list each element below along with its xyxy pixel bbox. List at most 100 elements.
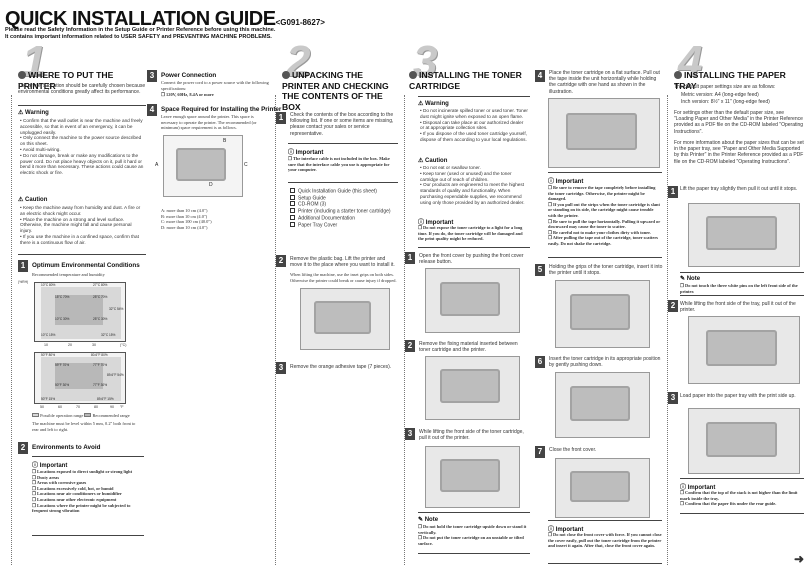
paragraph: For more information about the paper siz… [674,140,804,165]
important-list: ❐ The interface cable is not included in… [288,156,398,173]
checklist-item[interactable]: Setup Guide [290,194,398,202]
close-cover-illustration [555,458,650,518]
step-text: Insert the toner cartridge in its approp… [549,356,661,369]
list-item: ❐ Do not hold the toner cartridge upside… [418,524,527,535]
bullet-icon [282,71,290,79]
checklist-item[interactable]: Paper Tray Cover [290,221,398,229]
step-number: 3 [147,70,157,82]
column-divider [404,95,405,565]
intro-text: The printer's location should be careful… [18,83,146,96]
note-list: ❐ Do not touch the three white pins on t… [680,283,804,294]
list-item: • Only connect the machine to the power … [20,135,142,147]
list-item: ❐ Locations excessively cold, hot, or hu… [32,485,114,491]
caution-title: ⚠ Caution [418,158,448,164]
step-text: Remove the orange adhesive tape (7 piece… [290,364,392,370]
step-text: While lifting the front side of the tray… [680,301,796,314]
column-divider [275,95,276,565]
important-title: ⓘ Important [680,485,716,491]
list-item: • Keep toner (used or unused) and the to… [420,170,512,182]
section-heading: UNPACKING THE PRINTER AND CHECKING THE C… [282,70,389,112]
list-item: • Keep the machine away from humidity an… [20,205,141,216]
space-list: A: more than 10 cm (4.0") B: more than 1… [161,208,212,230]
step-number: 4 [535,70,545,82]
section-number: 3 [413,37,438,86]
cartridge-position-illustration [555,372,650,438]
step-title: Optimum Environmental Conditions [32,262,140,269]
step-subtitle: Recommended temperature and humidity [32,272,105,277]
section-number: 1 [22,37,47,86]
list-item: ❐ Be careful not to make your clothes di… [548,229,651,235]
list-item: • If you dispose of the used toner cartr… [420,131,527,142]
step-title: Power Connection [161,72,217,79]
list-item: ❐ Confirm that the top of the stack is n… [680,490,798,501]
list-item: ❐ Areas with corrosive gases [32,480,87,486]
chart-legend: Possible operation range Recommended ran… [32,413,142,419]
list-item: • Avoid multi-wiring. [20,146,61,152]
warning-list: • Confirm that the wall outlet is near t… [20,118,144,176]
section-number: 2 [286,37,311,86]
column-divider [667,95,668,565]
step-text: Remove the plastic bag. Lift the printer… [290,256,395,269]
page-title: QUICK INSTALLATION GUIDE<G091-8627> [5,8,325,30]
checklist-item[interactable]: Printer (including a starter toner cartr… [290,208,398,215]
step-number: 4 [147,104,157,116]
list-item: ❐ The interface cable is not included in… [288,156,390,173]
step-text: Load paper into the paper tray with the … [680,393,796,399]
section-heading: INSTALLING THE PAPER TRAY [674,70,786,91]
step-text: While lifting the front side of the tone… [419,429,524,442]
avoid-list: ❐ Locations exposed to direct sunlight o… [32,469,144,514]
header-subtitle-1: Please read the Safety Information in th… [5,27,276,33]
important-title: ⓘ Important [418,220,454,226]
step-text: Check the contents of the box according … [290,112,394,137]
list-item: • Our products are engineered to meet th… [420,182,525,205]
step-number: 1 [276,112,286,124]
list-item: ❐ If you pull out the strips when the to… [548,201,660,218]
note-title: ✎ Note [418,517,439,523]
warning-list: • Do not incinerate spilled toner or use… [420,108,528,143]
header-subtitle-2: It contains important information relate… [5,34,272,40]
warning-title: ⚠ Warning [418,101,449,107]
list-item: ❐ Locations near other electronic equipm… [32,496,117,502]
step-text: Close the front cover. [549,447,597,453]
list-item: ❐ Locations exposed to direct sunlight o… [32,469,133,474]
next-page-arrow-icon[interactable]: ➜ [793,552,804,566]
tray-pull-illustration [688,203,800,267]
list-item: ❐ Locations near air conditioners or hum… [32,491,122,497]
checklist-item[interactable]: Additional Documentation [290,214,398,222]
cartridge-insert-illustration [555,280,650,348]
step-number: 3 [668,392,678,404]
paragraph: For settings other than the default pape… [674,110,804,135]
bullet-icon [409,71,417,79]
list-item: ❐ Be sure to remove the tape completely … [548,185,656,202]
important-title: ⓘ Important [548,179,584,185]
checklist-item[interactable]: Quick Installation Guide (this sheet) [290,188,398,195]
important-list: ❐ Do not expose the toner cartridge to a… [418,225,528,242]
step-text: Holding the grips of the toner cartridge… [549,264,663,277]
list-item: ❐ Do not expose the toner cartridge to a… [418,225,523,242]
bullet-icon [674,71,682,79]
list-item: • Place the machine on a strong and leve… [20,216,132,234]
step-number: 1 [18,260,28,272]
warning-title: ⚠ Warning [18,110,49,116]
step-number: 7 [535,446,545,458]
contents-list: Quick Installation Guide (this sheet) Se… [290,188,398,228]
checklist-item[interactable]: CD-ROM (3) [290,201,398,208]
important-list: ❐ Confirm that the top of the stack is n… [680,490,804,507]
temperature-humidity-chart-fahrenheit: 50°F 80% 80.6°F 80% 59°F 70% 77°F 70% 89… [34,352,126,404]
note-list: ❐ Do not hold the toner cartridge upside… [418,524,528,546]
note-title: ✎ Note [680,276,701,282]
step-number: 3 [276,362,286,374]
step-number: 2 [405,340,415,352]
checkbox-icon [290,221,295,227]
checkbox-icon [290,201,295,207]
important-box: ⓘ Important ❐ The interface cable is not… [288,143,398,183]
step-text: Connect the power cord to a power source… [161,80,269,91]
inch-setting: Inch version: 8½" x 11" (long-edge feed) [681,99,770,105]
printer-space-diagram [163,135,243,197]
note-box: ✎ Note ❐ Do not hold the toner cartridge… [418,512,530,554]
checkbox-icon [290,188,295,193]
list-item: • Do not damage, break or make any modif… [20,152,144,176]
list-item: • Do not incinerate spilled toner or use… [420,108,528,119]
step-number: 2 [276,255,286,267]
warning-box: ⚠ Warning • Do not incinerate spilled to… [418,96,530,248]
